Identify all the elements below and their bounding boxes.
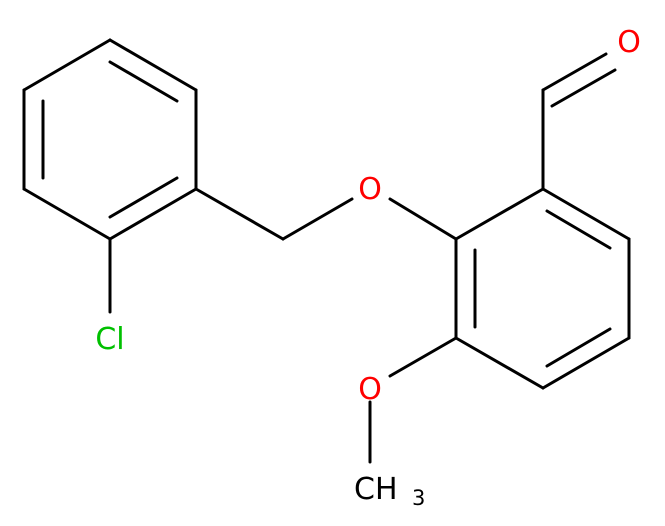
bond <box>108 187 198 241</box>
ether-oxygen-label: O <box>358 172 382 207</box>
inner-double-bond <box>108 176 179 219</box>
methyl-label: CH <box>354 472 398 507</box>
o-ring-bond <box>388 197 458 241</box>
methoxybenzaldehyde-ring <box>454 187 631 390</box>
bond <box>22 38 112 92</box>
ch2-o-bond <box>281 197 354 241</box>
bond <box>108 38 198 92</box>
inner-double-bond <box>108 60 179 103</box>
bond <box>454 336 545 390</box>
ring-ch2-bond <box>194 187 285 241</box>
bond <box>454 187 545 241</box>
chlorine-label: Cl <box>95 322 124 357</box>
inner-double-bond <box>545 327 612 368</box>
ring-ome-bond <box>388 336 458 378</box>
inner-double-bond <box>545 209 612 250</box>
methoxy-oxygen-label: O <box>358 372 382 407</box>
c-o-double-bond-a <box>541 52 608 92</box>
chlorophenyl-ring <box>22 38 198 241</box>
methyl-subscript: 3 <box>412 486 425 510</box>
c-o-double-bond-b <box>550 68 617 108</box>
aldehyde-oxygen-label: O <box>617 25 641 60</box>
bond <box>541 187 631 241</box>
bond <box>541 336 631 390</box>
bond <box>22 187 112 241</box>
